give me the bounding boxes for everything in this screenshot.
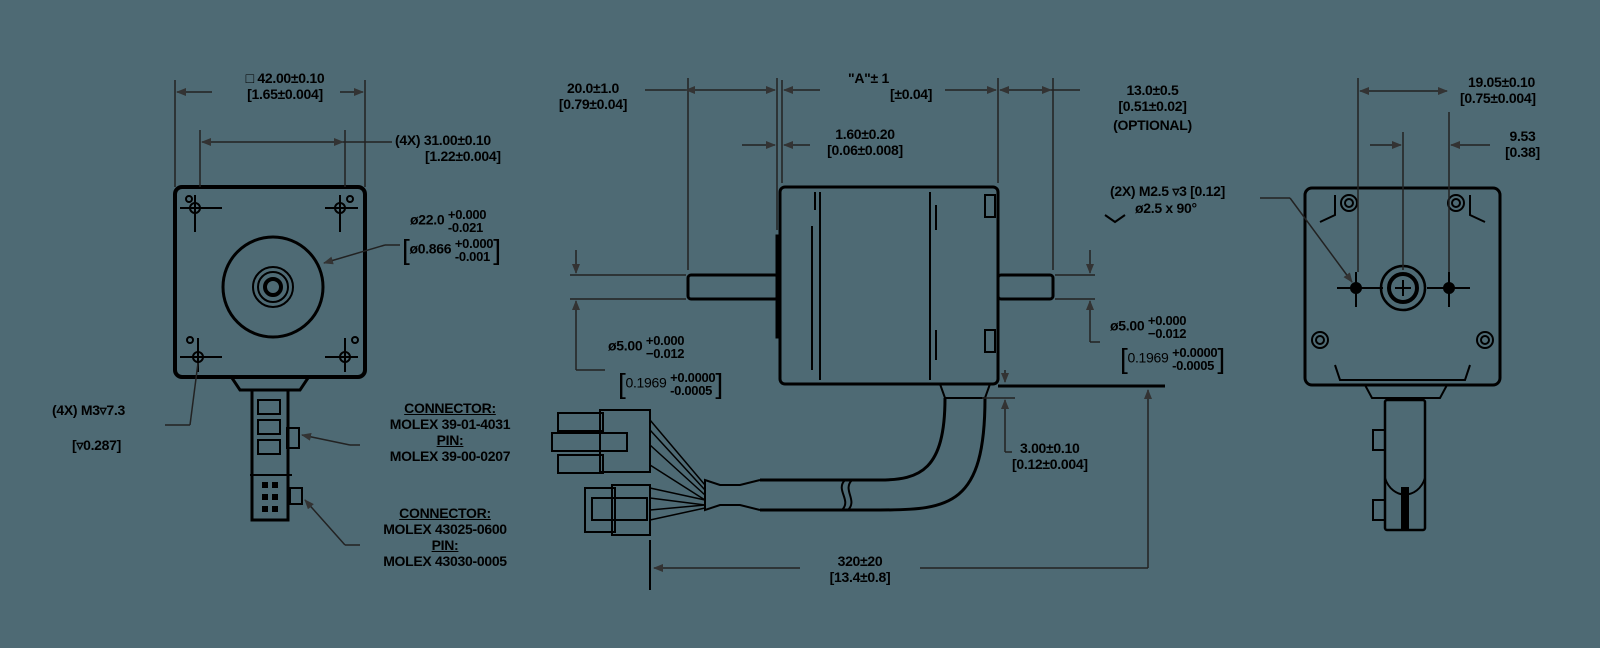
rear-hole-offset-mm: 9.53 [1509, 128, 1536, 144]
rear-hole-offset-dim: 9.53 [0.38] [1495, 128, 1550, 160]
front-view [165, 80, 400, 546]
rear-countersink-note: ø2.5 x 90° [1135, 200, 1197, 216]
rear-thread-note: (2X) M2.5 ▿3 [0.12] [1110, 183, 1225, 199]
rear-view [1104, 78, 1502, 532]
rear-shaft-tol-minus: −0.012 [1147, 326, 1187, 341]
bracket-right: ] [1217, 343, 1225, 374]
front-shaft-tol-in-minus: -0.0005 [670, 383, 713, 398]
pilot-len-mm: 1.60±0.20 [835, 126, 895, 142]
cable-len-mm: 320±20 [837, 553, 883, 569]
pilot-dia-mm: ø22.0 [410, 211, 445, 228]
cable-offset-in: [0.12±0.004] [1012, 456, 1088, 472]
front-shaft-len-mm: 20.0±1.0 [567, 80, 619, 96]
cable-length-dim: 320±20 [13.4±0.8] [800, 553, 920, 585]
cable-len-in: [13.4±0.8] [829, 569, 891, 585]
connector-heading: CONNECTOR: [404, 400, 496, 416]
rear-hole-spacing-in: [0.75±0.004] [1460, 90, 1536, 106]
rear-shaft-len-in: [0.51±0.02] [1118, 98, 1187, 114]
rear-hole-offset-in: [0.38] [1505, 144, 1540, 160]
connector-heading: CONNECTOR: [399, 505, 491, 521]
cable-offset-dim: 3.00±0.10 [0.12±0.004] [1012, 440, 1088, 472]
pilot-length-dim: 1.60±0.20 [0.06±0.008] [810, 126, 920, 158]
rear-shaft-tol-in-plus: +0.0000 [1172, 345, 1218, 360]
body-length-dim: "A"± 1 [±0.04] [848, 70, 932, 102]
bracket-right: ] [493, 234, 501, 265]
rear-hole-spacing-dim: 19.05±0.10 [0.75±0.004] [1460, 74, 1536, 106]
rear-shaft-dia-in: 0.1969 [1127, 349, 1169, 366]
front-shaft-tol-minus: −0.012 [645, 346, 685, 361]
hole-spacing-dim: (4X) 31.00±0.10 [1.22±0.004] [395, 132, 501, 164]
rear-shaft-tol-plus: +0.000 [1147, 313, 1187, 328]
bracket-right: ] [715, 368, 723, 399]
square-size-in: [1.65±0.004] [247, 86, 323, 102]
rear-shaft-dia-mm: ø5.00 [1110, 317, 1145, 334]
body-len-in: [±0.04] [890, 86, 933, 102]
pilot-dia-in: ø0.866 [409, 240, 452, 257]
square-size-dim: □ 42.00±0.10 [1.65±0.004] [210, 70, 360, 102]
mount-thread-dim: (4X) M3▿7.3 [52, 402, 125, 418]
pin-heading: PIN: [431, 537, 459, 553]
cable-offset-mm: 3.00±0.10 [1020, 440, 1080, 456]
front-shaft-dia-dim: ø5.00 +0.000−0.012 [608, 333, 685, 361]
hole-spacing-in: [1.22±0.004] [425, 148, 501, 164]
pin-part: MOLEX 39-00-0207 [389, 448, 511, 464]
connector-note-2: CONNECTOR: MOLEX 43025-0600 PIN: MOLEX 4… [355, 505, 535, 569]
connector-note-1: CONNECTOR: MOLEX 39-01-4031 PIN: MOLEX 3… [360, 400, 540, 464]
front-shaft-len-in: [0.79±0.04] [558, 96, 628, 112]
pilot-tol-plus: +0.000 [447, 207, 487, 222]
front-shaft-dia-in: 0.1969 [625, 374, 667, 391]
bracket-left: [ [618, 368, 626, 399]
side-view [551, 78, 1165, 590]
rear-shaft-optional-note: (OPTIONAL) [1113, 117, 1192, 133]
hole-spacing-mm: (4X) 31.00±0.10 [395, 132, 491, 148]
square-size-mm: □ 42.00±0.10 [245, 70, 325, 86]
pin-heading: PIN: [436, 432, 464, 448]
rear-shaft-tol-in-minus: -0.0005 [1172, 358, 1215, 373]
front-shaft-dia-in-dim: [0.1969 +0.0000-0.0005] [618, 370, 723, 398]
connector-part: MOLEX 43025-0600 [383, 521, 507, 537]
pilot-tol-minus: -0.021 [447, 220, 483, 235]
bracket-left: [ [402, 234, 410, 265]
front-shaft-tol-in-plus: +0.0000 [670, 370, 716, 385]
front-shaft-tol-plus: +0.000 [645, 333, 685, 348]
rear-shaft-dia-in-dim: [0.1969 +0.0000-0.0005] [1120, 345, 1225, 373]
rear-hole-spacing-mm: 19.05±0.10 [1468, 74, 1535, 90]
pilot-tol-in-minus: -0.001 [454, 249, 490, 264]
body-len-mm: "A"± 1 [848, 70, 889, 86]
rear-shaft-len-mm: 13.0±0.5 [1126, 82, 1179, 98]
mount-thread-in: [▿0.287] [72, 437, 121, 453]
pilot-len-in: [0.06±0.008] [827, 142, 903, 158]
connector-part: MOLEX 39-01-4031 [389, 416, 511, 432]
front-shaft-dia-mm: ø5.00 [608, 337, 643, 354]
rear-shaft-dia-dim: ø5.00 +0.000−0.012 [1110, 313, 1187, 341]
pilot-dia-dim: ø22.0 +0.000-0.021 [ø0.866 +0.000-0.001] [402, 207, 501, 265]
rear-shaft-length-dim: 13.0±0.5 [0.51±0.02] (OPTIONAL) [1100, 82, 1205, 133]
bracket-left: [ [1120, 343, 1128, 374]
front-shaft-length-dim: 20.0±1.0 [0.79±0.04] [538, 80, 648, 112]
pin-part: MOLEX 43030-0005 [383, 553, 507, 569]
pilot-tol-in-plus: +0.000 [454, 236, 494, 251]
